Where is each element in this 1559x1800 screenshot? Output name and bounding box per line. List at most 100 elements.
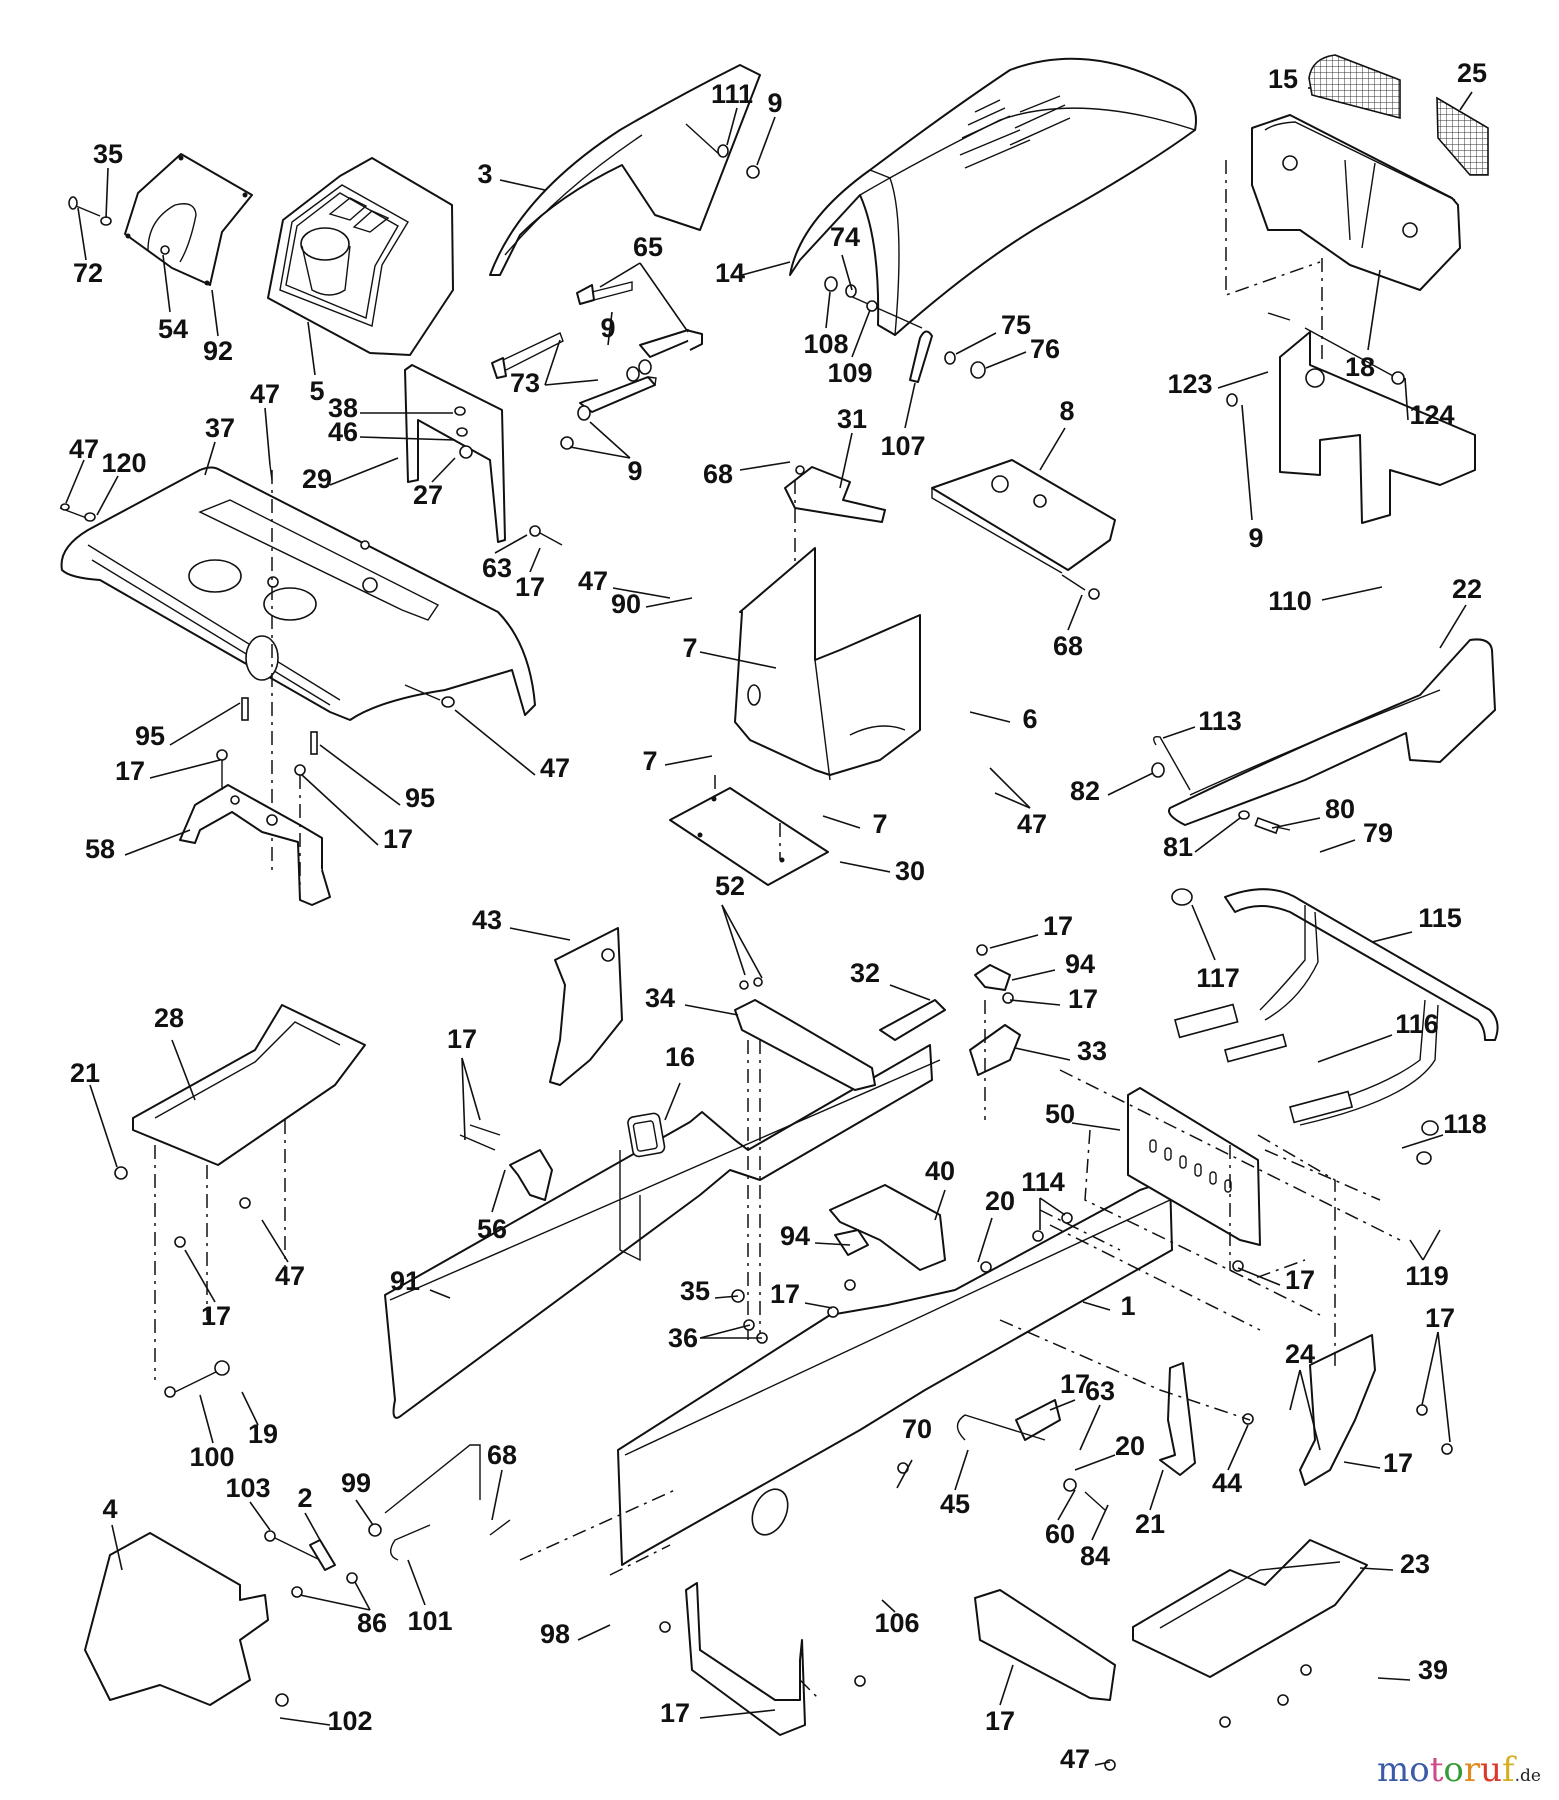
callout-label: 21 bbox=[1135, 1509, 1165, 1539]
callout-label: 9 bbox=[1248, 523, 1263, 553]
part-dash-plate bbox=[124, 153, 253, 286]
callout-label: 63 bbox=[1085, 1376, 1115, 1406]
callout-label: 94 bbox=[1065, 949, 1095, 979]
callout-101: 101 bbox=[407, 1559, 453, 1636]
callout-117: 117 bbox=[1191, 904, 1240, 993]
callout-label: 84 bbox=[1080, 1541, 1110, 1571]
callout-label: 101 bbox=[407, 1606, 452, 1636]
leader-line bbox=[1401, 1134, 1444, 1149]
leader-line bbox=[756, 116, 776, 166]
callout-80: 80 bbox=[1271, 794, 1355, 829]
leader-line bbox=[1271, 817, 1321, 829]
leader-line bbox=[529, 547, 541, 573]
callout-115: 115 bbox=[1371, 903, 1462, 943]
callout-label: 70 bbox=[902, 1414, 932, 1444]
callout-label: 17 bbox=[515, 572, 545, 602]
callout-label: 82 bbox=[1070, 776, 1100, 806]
callout-label: 45 bbox=[940, 1489, 970, 1519]
callout-label: 94 bbox=[780, 1221, 810, 1251]
part-bumper-guard bbox=[1171, 888, 1499, 1165]
callout-107: 107 bbox=[880, 382, 926, 461]
callout-60: 60 bbox=[1045, 1489, 1076, 1549]
callout-75: 75 bbox=[955, 310, 1031, 355]
leader-line bbox=[1437, 1331, 1451, 1443]
watermark-letter: o bbox=[1443, 1750, 1464, 1790]
leader-line bbox=[1343, 1461, 1381, 1469]
leader-line bbox=[699, 1324, 751, 1339]
callout-65: 65 bbox=[599, 232, 689, 333]
leader-line bbox=[1049, 1399, 1076, 1411]
callout-19: 19 bbox=[241, 1391, 278, 1449]
callout-47: 47 bbox=[989, 767, 1047, 839]
callout-label: 5 bbox=[309, 376, 324, 406]
part-mount-plate-2 bbox=[84, 1532, 269, 1706]
callout-7: 7 bbox=[682, 633, 777, 669]
callout-17: 17 bbox=[1237, 1265, 1315, 1295]
callout-label: 117 bbox=[1196, 963, 1240, 993]
callout-116: 116 bbox=[1317, 1009, 1439, 1063]
callout-72: 72 bbox=[73, 207, 103, 288]
leader-line bbox=[1067, 594, 1083, 631]
callout-39: 39 bbox=[1377, 1655, 1448, 1685]
callout-label: 120 bbox=[101, 448, 146, 478]
part-hood bbox=[789, 57, 1197, 336]
leader-line bbox=[499, 179, 546, 191]
callout-label: 102 bbox=[327, 1706, 372, 1736]
callout-17: 17 bbox=[770, 1279, 833, 1309]
callout-label: 119 bbox=[1405, 1261, 1449, 1291]
callout-9: 9 bbox=[569, 421, 643, 486]
part-pedal-84 bbox=[1159, 1362, 1254, 1476]
leader-line bbox=[105, 167, 109, 219]
leader-line bbox=[999, 1664, 1014, 1706]
leader-line bbox=[1359, 1567, 1394, 1571]
part-nose-bracket bbox=[1226, 258, 1476, 524]
callout-label: 28 bbox=[154, 1003, 184, 1033]
callout-label: 24 bbox=[1285, 1339, 1315, 1369]
part-grille-right bbox=[1436, 96, 1489, 176]
callout-label: 54 bbox=[158, 314, 188, 344]
part-bracket-32 bbox=[879, 999, 946, 1041]
leader-line bbox=[407, 1559, 426, 1606]
leader-line bbox=[664, 1082, 681, 1121]
callout-label: 100 bbox=[189, 1442, 234, 1472]
callout-124: 124 bbox=[1404, 377, 1455, 430]
leader-line bbox=[241, 1391, 259, 1426]
part-frame-rail-left bbox=[384, 1044, 941, 1419]
callout-99: 99 bbox=[341, 1468, 374, 1526]
callout-label: 79 bbox=[1363, 818, 1393, 848]
callout-label: 22 bbox=[1452, 574, 1482, 604]
leader-line bbox=[1321, 586, 1383, 601]
callout-label: 111 bbox=[711, 79, 753, 109]
callout-28: 28 bbox=[154, 1003, 196, 1101]
callout-98: 98 bbox=[540, 1619, 611, 1649]
leader-line bbox=[354, 1581, 371, 1611]
callout-label: 72 bbox=[73, 258, 103, 288]
callout-label: 107 bbox=[880, 431, 925, 461]
leader-line bbox=[491, 1469, 503, 1521]
watermark-letter: m bbox=[1376, 1750, 1410, 1790]
leader-line bbox=[1057, 1489, 1076, 1521]
leader-line bbox=[111, 1524, 123, 1571]
callout-label: 37 bbox=[205, 413, 235, 443]
part-misc-hardware bbox=[164, 1197, 1453, 1728]
leader-line bbox=[1011, 969, 1056, 981]
leader-line bbox=[955, 332, 997, 355]
callout-23: 23 bbox=[1359, 1549, 1430, 1579]
leader-line bbox=[881, 1599, 896, 1613]
leader-line bbox=[977, 1217, 993, 1263]
leader-line bbox=[65, 459, 85, 504]
callout-label: 106 bbox=[874, 1608, 919, 1638]
callout-17: 17 bbox=[301, 774, 413, 854]
leader-line bbox=[714, 1295, 739, 1299]
part-bracket-56 bbox=[459, 1124, 553, 1201]
callout-label: 17 bbox=[1068, 984, 1098, 1014]
callout-label: 36 bbox=[668, 1323, 698, 1353]
leader-line bbox=[1039, 427, 1066, 471]
callout-label: 58 bbox=[85, 834, 115, 864]
leader-line bbox=[431, 457, 456, 483]
callout-label: 9 bbox=[767, 88, 782, 118]
callout-label: 16 bbox=[665, 1042, 695, 1072]
leader-line bbox=[589, 421, 631, 459]
callout-31: 31 bbox=[837, 404, 867, 489]
callout-label: 17 bbox=[1060, 1369, 1090, 1399]
